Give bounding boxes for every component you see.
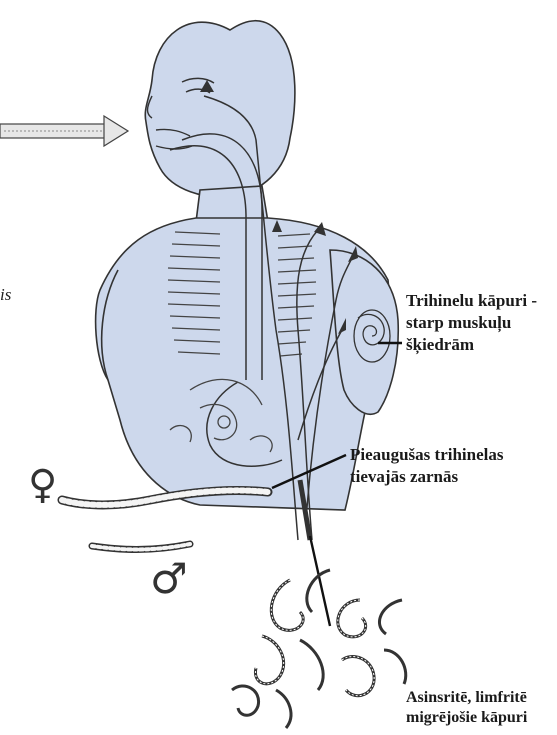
label-muscle-larvae-line3: šķiedrām [406,334,537,356]
label-muscle-larvae: Trihinelu kāpuri - starp muskuļu šķiedrā… [406,290,537,356]
label-migrating-larvae: Asinsritē, limfritē migrējošie kāpuri [406,688,527,728]
adult-male-worm [92,544,190,550]
label-adult-worms: Pieaugušas trihinelas tievajās zarnās [350,444,504,488]
entry-arrow [0,116,128,146]
label-adult-worms-line1: Pieaugušas trihinelas [350,444,504,466]
label-muscle-larvae-line1: Trihinelu kāpuri - [406,290,537,312]
label-migrating-larvae-line2: migrējošie kāpuri [406,708,527,728]
migrating-larvae [232,570,406,728]
left-edge-fragment: is [0,285,11,305]
male-symbol: ♂ [150,558,188,600]
label-muscle-larvae-line2: starp muskuļu [406,312,537,334]
label-migrating-larvae-line1: Asinsritē, limfritē [406,688,527,708]
human-figure [96,21,399,510]
label-adult-worms-line2: tievajās zarnās [350,466,504,488]
female-symbol: ♀ [28,465,57,505]
